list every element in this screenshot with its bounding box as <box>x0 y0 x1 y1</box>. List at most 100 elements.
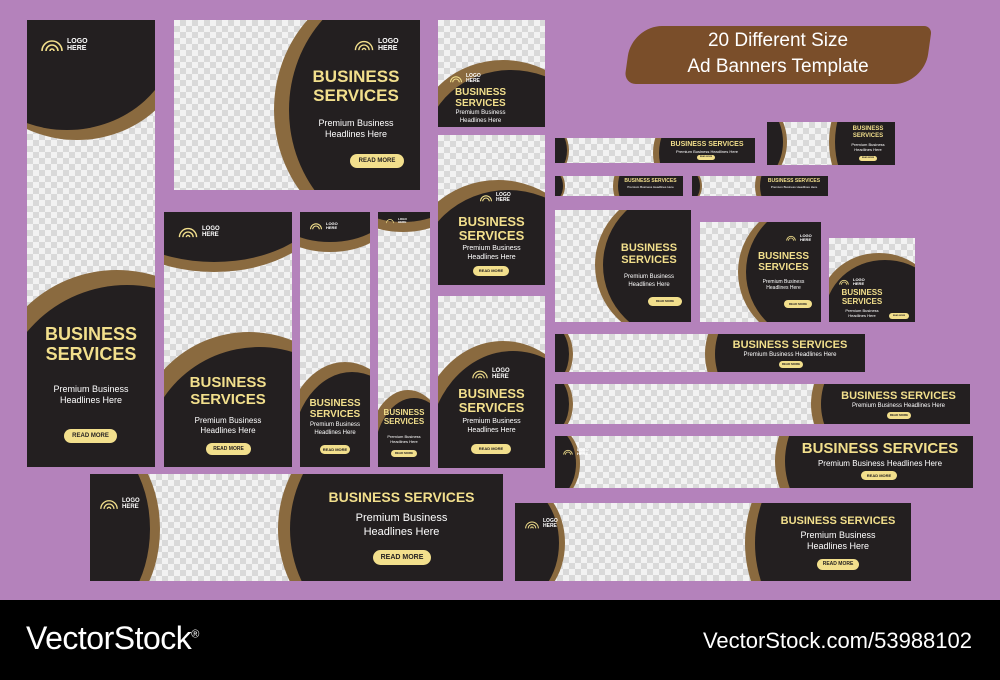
banner-subtitle: Premium Business Headlines Here <box>675 149 739 154</box>
banner-title: BUSINESS SERVICES <box>767 178 821 184</box>
banner-tiny-strip-a: BUSINESS SERVICES Premium Business Headl… <box>555 176 683 196</box>
banner-subtitle: Premium Business Headlines Here <box>743 352 837 358</box>
vectorstock-logo: VectorStock® <box>26 620 199 656</box>
read-more-button[interactable]: READ MORE <box>817 559 859 570</box>
read-more-button[interactable]: READ MORE <box>648 297 682 306</box>
banner-subtitle: Premium Business Headlines Here <box>627 185 674 189</box>
read-more-button[interactable]: READ MORE <box>373 550 431 565</box>
footer-bar: VectorStock® VectorStock.com/53988102 <box>0 600 1000 680</box>
read-more-button[interactable]: READ MORE <box>779 361 803 368</box>
banner-title: BUSINESS SERVICES <box>732 339 848 351</box>
logo-icon <box>839 280 849 285</box>
read-more-button[interactable]: READ MORE <box>859 156 877 161</box>
header-line-1: 20 Different Size <box>707 30 849 51</box>
canvas: 20 Different Size Ad Banners Template LO… <box>27 20 973 581</box>
header-banner: 20 Different Size Ad Banners Template <box>623 22 933 86</box>
logo-icon <box>450 76 462 83</box>
banner-leaderboard-1: BUSINESS SERVICES Premium Business Headl… <box>555 334 865 372</box>
banner-title: BUSINESS SERVICES <box>624 178 677 184</box>
read-more-button[interactable]: READ MORE <box>64 429 117 443</box>
read-more-button[interactable]: READ MORE <box>471 444 511 454</box>
banner-title: BUSINESS SERVICES <box>328 489 475 505</box>
banner-subtitle: Premium Business Headlines Here <box>817 459 943 468</box>
banner-title: BUSINESS SERVICES <box>801 440 959 457</box>
read-more-button[interactable]: READ MORE <box>206 443 251 455</box>
logo-icon <box>786 236 796 241</box>
logo-icon <box>310 223 322 230</box>
banner-title: BUSINESS SERVICES <box>841 390 956 402</box>
read-more-button[interactable]: READ MORE <box>889 313 909 319</box>
header-line-2: Ad Banners Template <box>687 56 869 77</box>
logo-icon <box>525 521 539 529</box>
read-more-button[interactable]: READ MORE <box>887 412 911 419</box>
logo-icon <box>354 41 374 51</box>
read-more-button[interactable]: READ MORE <box>784 300 812 308</box>
logo-icon <box>100 500 118 510</box>
banner-title: BUSINESS SERVICES <box>670 141 744 148</box>
read-more-button[interactable]: READ MORE <box>350 154 404 168</box>
banner-strip-1: BUSINESS SERVICES Premium Business Headl… <box>555 138 755 163</box>
logo-icon <box>178 228 198 238</box>
read-more-button[interactable]: READ MORE <box>391 450 417 457</box>
banner-subtitle: Premium Business Headlines Here <box>770 185 818 189</box>
read-more-button[interactable]: READ MORE <box>320 445 350 454</box>
banner-title: BUSINESS SERVICES <box>780 515 896 527</box>
read-more-button[interactable]: READ MORE <box>473 266 509 276</box>
banner-subtitle: Premium Business Headlines Here <box>851 403 946 409</box>
read-more-button[interactable]: READ MORE <box>861 471 897 480</box>
logo-icon <box>386 219 394 224</box>
read-more-button[interactable]: READ MORE <box>697 155 715 160</box>
logo-icon <box>41 40 63 52</box>
